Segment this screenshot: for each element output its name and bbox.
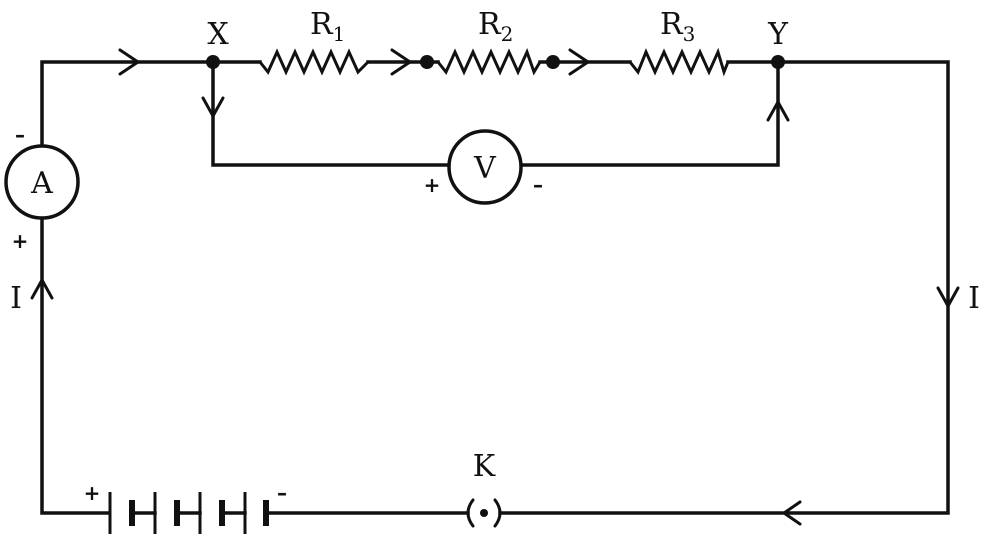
arrow-after-r2 [568,48,590,76]
junction-r2-r3-node [546,55,560,69]
resistor-r2 [436,47,542,76]
arrow-bottom-left [782,500,802,526]
ammeter-label: A [30,166,53,201]
junction-y-label: Y [767,17,789,52]
arrow-top-left [118,48,140,76]
arrow-after-r1 [390,48,412,76]
voltmeter-label: V [473,151,497,186]
current-label-left: I [10,281,22,316]
key-label: K [473,449,496,484]
resistor-r3-label: R3 [660,7,695,46]
current-label-right: I [968,281,980,316]
arrow-voltmeter-up [766,100,790,122]
plug-key [466,498,502,528]
ammeter-minus-sign: – [15,123,25,147]
voltmeter-plus-sign: + [424,173,441,197]
resistor-r1-label: R1 [310,7,345,46]
battery-cells [108,492,269,534]
resistor-r1 [258,48,370,76]
arrow-voltmeter-down [201,96,225,118]
arrow-left-up [30,278,54,300]
voltmeter-minus-sign: – [533,173,543,197]
junction-r1-r2-node [420,55,434,69]
ammeter-plus-sign: + [12,229,29,253]
ammeter-circle [4,144,80,220]
voltmeter-branch-wires [211,60,780,167]
resistor-r3 [628,47,730,77]
junction-y-node [771,55,785,69]
junction-x-label: X [207,17,229,52]
voltmeter-circle [447,129,523,205]
battery-minus-sign: – [277,481,287,505]
main-circuit-wires [40,60,950,515]
battery-plus-sign: + [84,481,101,505]
arrow-right-down [936,286,960,308]
junction-x-node [206,55,220,69]
resistor-r2-label: R2 [478,7,513,46]
